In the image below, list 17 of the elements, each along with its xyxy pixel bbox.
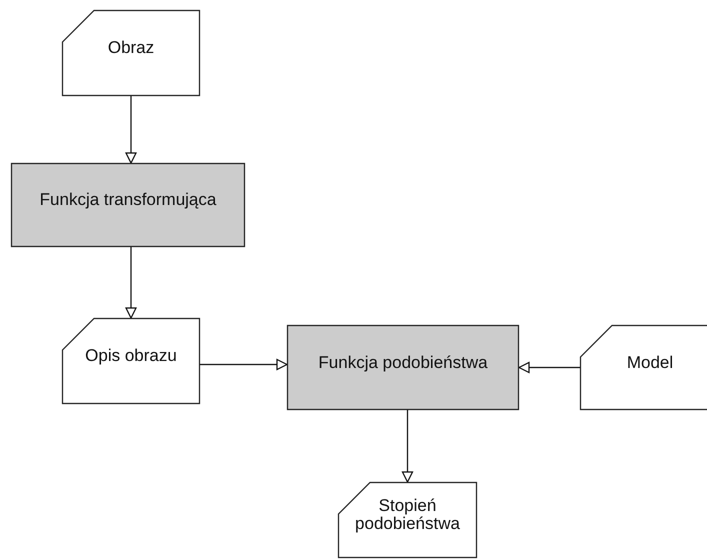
node-label: Obraz [108, 39, 154, 57]
document-card [338, 482, 477, 558]
node-label: Funkcja transformująca [40, 191, 216, 209]
node-label: Model [626, 354, 674, 372]
node-label: Stopień podobieństwa [354, 497, 461, 533]
arrow [518, 362, 580, 374]
process-box [11, 163, 245, 247]
arrow [125, 96, 137, 164]
arrow [402, 410, 414, 483]
node-label: Opis obrazu [85, 347, 177, 365]
arrow [125, 247, 137, 319]
document-card [580, 325, 707, 410]
document-card [62, 318, 200, 404]
process-box [287, 325, 519, 410]
document-card [62, 10, 200, 96]
node-label: Funkcja podobieństwa [318, 354, 488, 372]
arrow [200, 358, 288, 370]
